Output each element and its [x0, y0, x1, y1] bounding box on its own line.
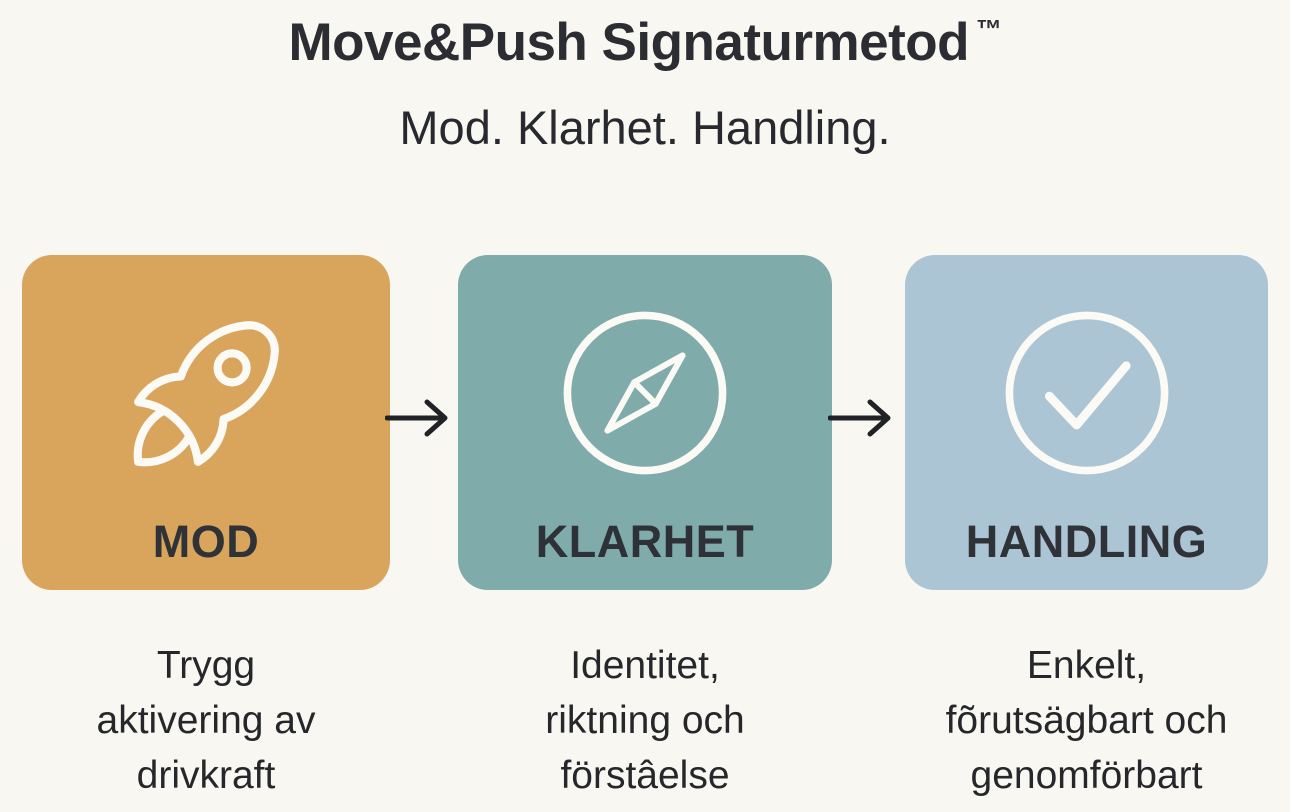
step-label-handling: HANDLING — [965, 515, 1208, 567]
step-label-mod: MOD — [152, 515, 260, 567]
step-description-handling: Enkelt, fõrutsägbart och genomförbart — [888, 638, 1285, 803]
description-line: riktning och — [545, 699, 745, 742]
page-title-text: Move&Push Signaturmetod — [288, 13, 969, 72]
step-label-klarhet: KLARHET — [535, 515, 755, 567]
arrow-right-icon — [828, 395, 892, 441]
trademark-symbol: ™ — [976, 14, 1002, 44]
arrow-right-icon — [385, 395, 449, 441]
check-circle-icon — [991, 289, 1183, 497]
description-line: aktivering av — [96, 699, 316, 742]
step-card-handling: HANDLING — [905, 255, 1268, 590]
description-line: drivkraft — [136, 754, 276, 797]
description-line: genomförbart — [970, 754, 1203, 797]
page-subtitle: Mod. Klarhet. Handling. — [399, 101, 891, 154]
step-description-klarhet: Identitet, riktning och förstâelse — [448, 638, 842, 803]
description-line: Trygg — [156, 644, 256, 687]
compass-icon — [549, 289, 741, 497]
description-line: Identitet, — [570, 644, 720, 687]
step-card-klarhet: KLARHET — [458, 255, 832, 590]
rocket-icon — [104, 289, 309, 497]
description-line: förstâelse — [560, 754, 730, 797]
flow-row: MOD KLARHET — [0, 255, 1290, 590]
description-line: Enkelt, — [1026, 644, 1147, 687]
step-description-mod: Trygg aktivering av drivkraft — [12, 638, 400, 803]
description-line: fõrutsägbart och — [945, 699, 1228, 742]
step-card-mod: MOD — [22, 255, 390, 590]
